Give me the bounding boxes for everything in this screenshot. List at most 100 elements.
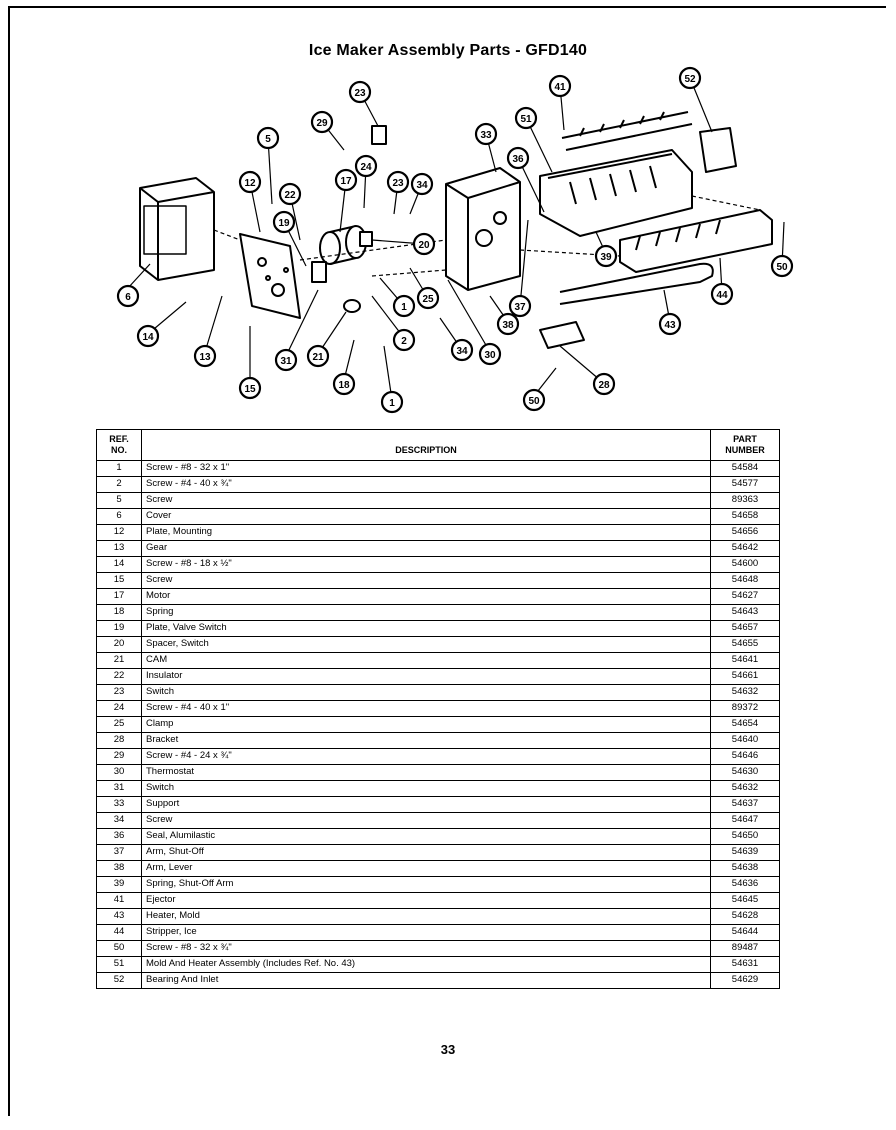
ref-cell: 37 xyxy=(96,844,142,861)
description-cell: Insulator xyxy=(141,668,711,685)
description-cell: Screw - #8 - 18 x ½" xyxy=(141,556,711,573)
description-cell: Ejector xyxy=(141,892,711,909)
part-number-cell: 54655 xyxy=(710,636,780,653)
svg-text:39: 39 xyxy=(600,252,612,263)
callout-bubble: 44 xyxy=(710,282,734,306)
part-number-cell: 54656 xyxy=(710,524,780,541)
ref-cell: 52 xyxy=(96,972,142,989)
ref-cell: 25 xyxy=(96,716,142,733)
svg-text:5: 5 xyxy=(265,134,271,145)
svg-text:1: 1 xyxy=(389,398,395,409)
ref-cell: 17 xyxy=(96,588,142,605)
part-number-cell: 54647 xyxy=(710,812,780,829)
description-cell: Screw - #4 - 40 x ¾" xyxy=(141,476,711,493)
description-cell: Mold And Heater Assembly (Includes Ref. … xyxy=(141,956,711,973)
ref-cell: 5 xyxy=(96,492,142,509)
ref-cell: 23 xyxy=(96,684,142,701)
part-number-cell: 54637 xyxy=(710,796,780,813)
svg-text:14: 14 xyxy=(142,332,154,343)
description-cell: Screw xyxy=(141,812,711,829)
description-cell: CAM xyxy=(141,652,711,669)
svg-text:50: 50 xyxy=(528,396,540,407)
ref-cell: 2 xyxy=(96,476,142,493)
ref-cell: 50 xyxy=(96,940,142,957)
ref-cell: 14 xyxy=(96,556,142,573)
page-border xyxy=(8,6,886,1116)
callout-bubble: 15 xyxy=(238,376,262,400)
callout-bubble: 50 xyxy=(522,388,546,412)
part-number-cell: 54629 xyxy=(710,972,780,989)
description-cell: Bearing And Inlet xyxy=(141,972,711,989)
svg-text:6: 6 xyxy=(125,292,131,303)
ref-cell: 22 xyxy=(96,668,142,685)
part-number-cell: 54577 xyxy=(710,476,780,493)
part-number-cell: 54628 xyxy=(710,908,780,925)
description-cell: Screw - #4 - 24 x ¾" xyxy=(141,748,711,765)
description-cell: Plate, Mounting xyxy=(141,524,711,541)
ref-cell: 6 xyxy=(96,508,142,525)
part-number-cell: 89372 xyxy=(710,700,780,717)
part-number-cell: 54658 xyxy=(710,508,780,525)
description-cell: Support xyxy=(141,796,711,813)
description-cell: Clamp xyxy=(141,716,711,733)
callout-bubble: 37 xyxy=(508,294,532,318)
svg-text:44: 44 xyxy=(716,290,728,301)
description-cell: Switch xyxy=(141,684,711,701)
svg-text:50: 50 xyxy=(776,262,788,273)
page-title: Ice Maker Assembly Parts - GFD140 xyxy=(308,42,588,59)
ref-cell: 29 xyxy=(96,748,142,765)
callout-bubble: 41 xyxy=(548,74,572,98)
callout-bubble: 17 xyxy=(334,168,358,192)
description-cell: Screw xyxy=(141,572,711,589)
description-cell: Spring xyxy=(141,604,711,621)
svg-text:34: 34 xyxy=(416,180,428,191)
callout-bubble: 14 xyxy=(136,324,160,348)
callout-bubble: 50 xyxy=(770,254,794,278)
ref-cell: 19 xyxy=(96,620,142,637)
ref-cell: 28 xyxy=(96,732,142,749)
description-cell: Bracket xyxy=(141,732,711,749)
ref-cell: 12 xyxy=(96,524,142,541)
callout-bubble: 36 xyxy=(506,146,530,170)
callout-bubble: 28 xyxy=(592,372,616,396)
description-cell: Spring, Shut-Off Arm xyxy=(141,876,711,893)
part-number-cell: 54640 xyxy=(710,732,780,749)
ref-cell: 21 xyxy=(96,652,142,669)
part-number-cell: 54643 xyxy=(710,604,780,621)
ref-cell: 20 xyxy=(96,636,142,653)
callout-bubble: 33 xyxy=(474,122,498,146)
callout-bubble: 39 xyxy=(594,244,618,268)
ref-cell: 44 xyxy=(96,924,142,941)
svg-text:23: 23 xyxy=(392,178,404,189)
part-number-cell: 54636 xyxy=(710,876,780,893)
page-number: 33 xyxy=(440,1042,456,1057)
part-number-cell: 54631 xyxy=(710,956,780,973)
description-cell: Plate, Valve Switch xyxy=(141,620,711,637)
callout-bubble: 12 xyxy=(238,170,262,194)
part-number-cell: 54650 xyxy=(710,828,780,845)
part-number-cell: 54639 xyxy=(710,844,780,861)
svg-text:24: 24 xyxy=(360,162,372,173)
callout-bubble: 24 xyxy=(354,154,378,178)
callout-bubble: 2 xyxy=(392,328,416,352)
description-cell: Screw - #8 - 32 x ¾" xyxy=(141,940,711,957)
description-cell: Thermostat xyxy=(141,764,711,781)
